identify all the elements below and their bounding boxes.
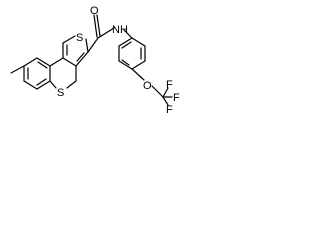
carbonyl-double-b [96, 14, 101, 37]
ether-oxygen-label: O [143, 80, 152, 92]
fluorine-top-label: F [166, 79, 173, 91]
benzene-bond-1 [23, 57, 38, 67]
cf-bottom-bond [162, 96, 169, 106]
methyl-bond [10, 65, 25, 74]
n-aryl-bond [123, 29, 133, 39]
phenyl-bond-6 [118, 37, 133, 47]
thiophene-double-2 [76, 52, 85, 62]
phenyl-bond-4 [118, 60, 133, 70]
chemical-structure: S S O N H O F F F [10, 5, 180, 114]
thiopyran-bond-5 [49, 80, 57, 89]
phenyl-double-3 [121, 41, 132, 49]
phenyl-bond-3 [131, 60, 146, 70]
fluorine-right-label: F [173, 92, 180, 104]
thiophene-sulfur-label: S [76, 32, 83, 44]
carbonyl-carbon-bond [87, 37, 99, 53]
benzene-double-2 [36, 78, 47, 86]
carbonyl-oxygen-label: O [90, 5, 99, 17]
carbonyl-double-a [93, 14, 98, 38]
amide-hydrogen-label: H [120, 24, 128, 36]
o-cf3-bond [151, 85, 164, 98]
benzene-double-1 [37, 61, 48, 69]
phenyl-double-2 [121, 59, 130, 66]
thiopyran-bond-1 [49, 57, 64, 67]
cf-top-bond [162, 87, 169, 98]
fluorine-bottom-label: F [166, 104, 173, 114]
molecule-canvas: S S O N H O F F F [0, 0, 202, 114]
phenyl-bond-1 [131, 37, 146, 47]
ether-o-bond [131, 68, 145, 81]
ring-sulfur-label: S [57, 87, 64, 99]
thiophene-bond-2 [62, 35, 76, 44]
thiophene-bond-4 [75, 51, 89, 67]
amide-nitrogen-label: N [112, 24, 120, 36]
thiophene-bond-3 [85, 38, 89, 53]
benzene-bond-4 [36, 80, 51, 90]
amide-n-bond [97, 27, 115, 39]
thiopyran-bond-2 [62, 57, 77, 67]
thiopyran-bond-4 [66, 80, 77, 89]
benzene-bond-2 [36, 57, 51, 67]
benzene-bond-5 [23, 80, 38, 90]
